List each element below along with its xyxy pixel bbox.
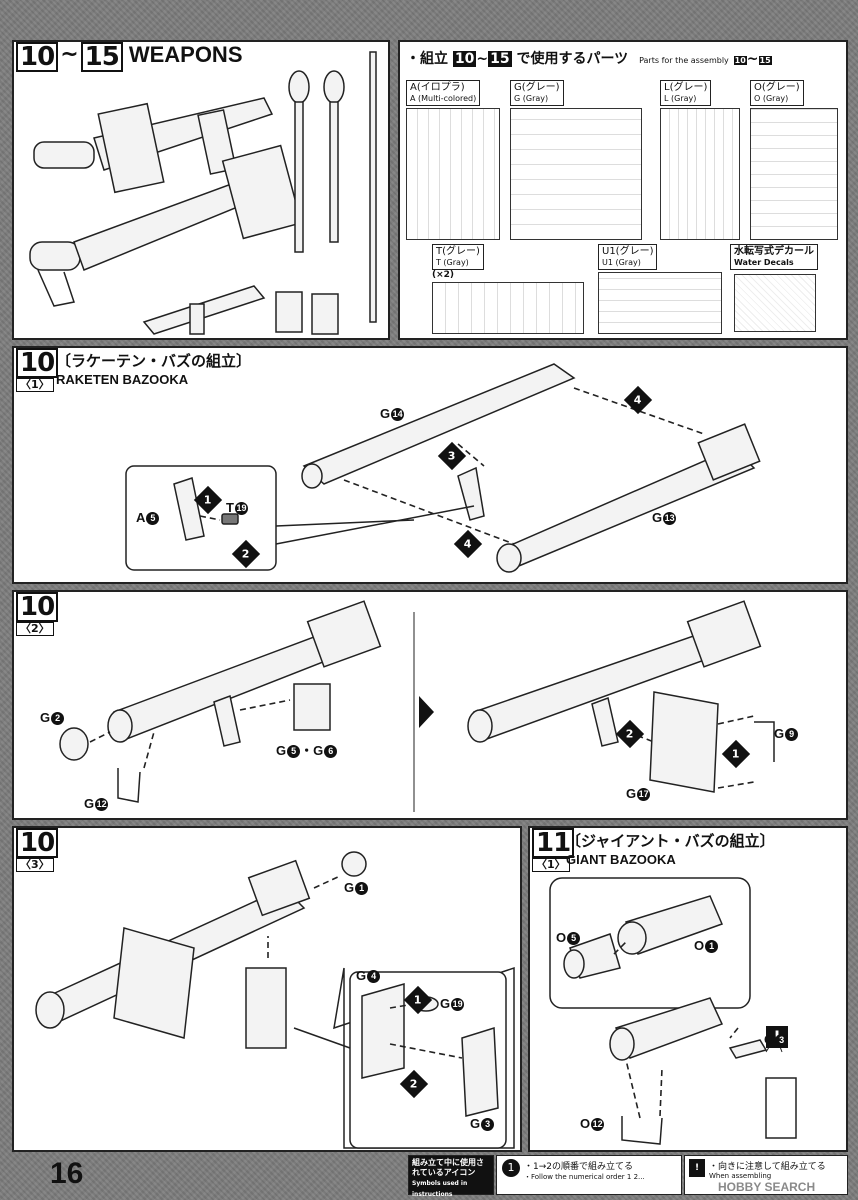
legend-order-jp: ・1→2の順番で組み立てる	[524, 1162, 633, 1172]
weapons-overview-panel	[12, 40, 390, 340]
substep-number: 〈2〉	[16, 622, 54, 636]
raketen-bazooka-diagram	[125, 363, 761, 573]
step-10-1-header: 10 〈1〉	[16, 348, 59, 392]
runner-o-label: O(グレー)O (Gray)	[750, 80, 804, 106]
parts-panel: ・組立 10~15 で使用するパーツ Parts for the assembl…	[398, 40, 848, 340]
bazooka-assembly-diagram	[59, 600, 775, 812]
runner-l	[660, 108, 740, 240]
step-range-end: 15	[80, 42, 123, 72]
step-10-2-panel	[12, 590, 848, 820]
step-number: 10	[16, 592, 59, 622]
runner-u1-label: U1(グレー)U1 (Gray)	[598, 244, 658, 270]
step-10-3-panel	[12, 826, 522, 1152]
substep-number: 〈3〉	[16, 858, 54, 872]
legend-title: 組み立て中に使用されているアイコン	[412, 1158, 484, 1177]
caution-icon: !	[689, 1159, 705, 1177]
step-range-start: 10	[16, 42, 59, 72]
runner-a-label: A(イロプラ)A (Multi-colored)	[406, 80, 481, 106]
step-10-2-header: 10 〈2〉	[16, 592, 59, 636]
runner-t	[432, 282, 584, 334]
step-11-1-header: 11 〈1〉	[532, 828, 575, 872]
water-decal-sheet	[734, 274, 816, 332]
step-11-1-title-en: GIANT BAZOOKA	[566, 852, 676, 867]
page-number: 16	[50, 1157, 84, 1190]
step-11-1-panel: !	[528, 826, 848, 1152]
legend-orientation-jp: ・向きに注意して組み立てる	[709, 1162, 826, 1172]
watermark: HOBBY SEARCH	[718, 1180, 816, 1194]
step-number: 10	[16, 828, 59, 858]
runner-t-label: T(グレー)T (Gray)	[432, 244, 484, 270]
icon-legend: 組み立て中に使用されているアイコン Symbols used in instru…	[408, 1155, 494, 1198]
order-icon: 1	[502, 1159, 520, 1177]
runner-g-label: G(グレー)G (Gray)	[510, 80, 564, 106]
runner-t-multiplier: (×2)	[432, 270, 455, 280]
runner-l-label: L(グレー)L (Gray)	[660, 80, 712, 106]
step-11-1-title-jp: 〔ジャイアント・バズの組立〕	[566, 832, 775, 850]
step-number: 11	[532, 828, 575, 858]
runner-u1	[598, 272, 722, 334]
step-10-3-header: 10 〈3〉	[16, 828, 59, 872]
legend-orientation-entry: ! ・向きに注意して組み立てる When assembling	[684, 1155, 848, 1195]
runner-g	[510, 108, 642, 240]
substep-number: 〈1〉	[532, 858, 570, 872]
giant-bazooka-diagram	[549, 877, 797, 1145]
step-range-tilde: ~	[60, 42, 79, 67]
bazooka-magazine-diagram	[35, 851, 515, 1149]
runner-o	[750, 108, 838, 240]
legend-orientation-en: When assembling	[709, 1172, 772, 1180]
step-10-1-title-en: RAKETEN BAZOOKA	[56, 372, 189, 387]
legend-subtitle: Symbols used in instructions	[412, 1180, 468, 1198]
step-10-1-panel	[12, 346, 848, 584]
step-10-1-title-jp: 〔ラケーテン・バズの組立〕	[56, 352, 252, 370]
weapons-header: 10 ~ 15 WEAPONS	[16, 42, 243, 72]
legend-order-entry: 1 ・1→2の順番で組み立てる ・Follow the numerical or…	[496, 1155, 682, 1195]
page-title: WEAPONS	[128, 42, 243, 67]
legend-order-en: ・Follow the numerical order 1 2...	[524, 1173, 645, 1181]
step-number: 10	[16, 348, 59, 378]
runner-a	[406, 108, 500, 240]
substep-number: 〈1〉	[16, 378, 54, 392]
parts-panel-title: ・組立 10~15 で使用するパーツ Parts for the assembl…	[406, 51, 772, 67]
weapons-illustration	[29, 51, 377, 335]
